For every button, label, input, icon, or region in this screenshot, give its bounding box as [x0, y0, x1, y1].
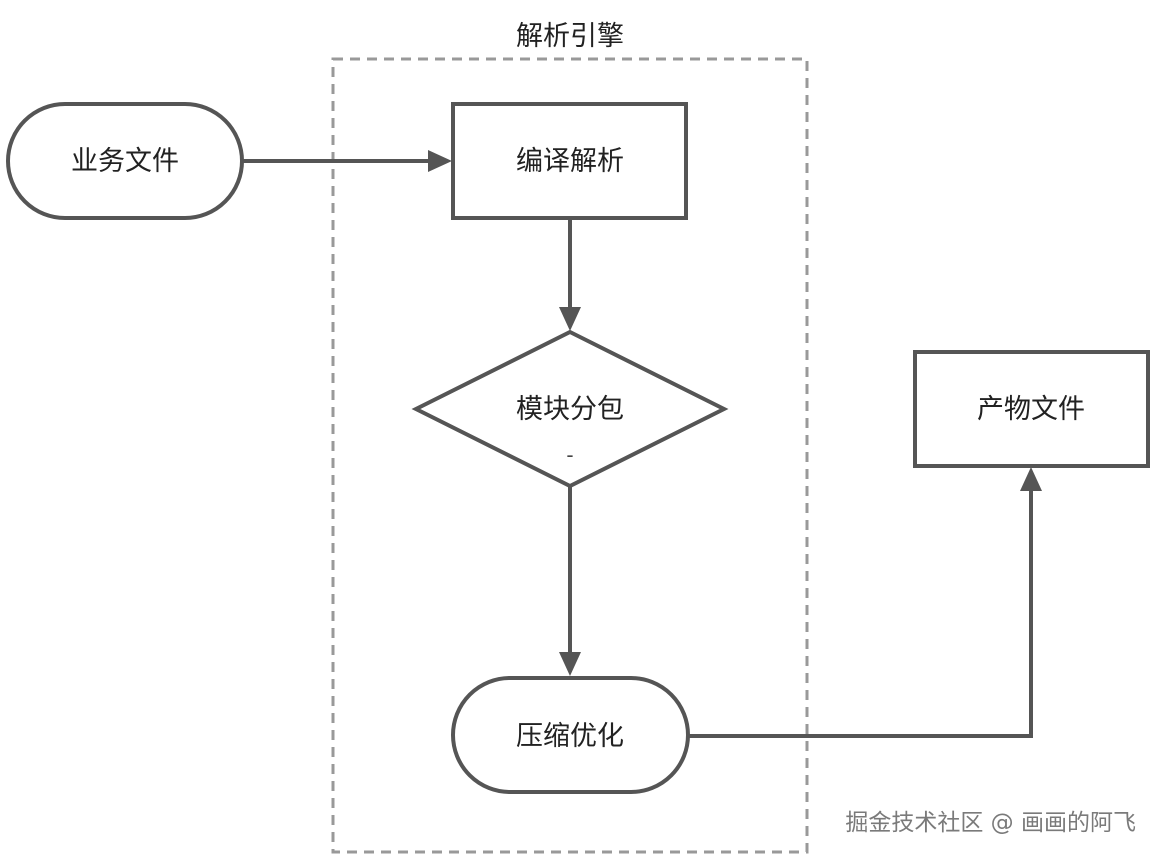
- node-compile-parse-label: 编译解析: [516, 146, 624, 177]
- group-title: 解析引擎: [516, 21, 624, 52]
- node-module-split: 模块分包 -: [411, 329, 729, 489]
- node-compile-parse: 编译解析: [451, 102, 688, 220]
- edge-compile-to-split: [559, 218, 581, 331]
- node-module-split-note: -: [566, 443, 573, 467]
- edge-compress-to-output: [688, 467, 1042, 738]
- node-output-files-label: 产物文件: [977, 394, 1085, 425]
- watermark-text: 掘金技术社区 @ 画画的阿飞: [845, 810, 1136, 836]
- edge-split-to-compress: [559, 486, 581, 676]
- node-module-split-label: 模块分包: [516, 394, 624, 425]
- edge-business-to-compile: [242, 150, 452, 172]
- node-output-files: 产物文件: [913, 350, 1150, 468]
- node-business-files-label: 业务文件: [71, 146, 179, 177]
- node-compress-optimize-label: 压缩优化: [516, 721, 624, 752]
- node-business-files: 业务文件: [6, 102, 244, 220]
- node-compress-optimize: 压缩优化: [451, 676, 690, 794]
- parsing-engine-group: [331, 57, 809, 854]
